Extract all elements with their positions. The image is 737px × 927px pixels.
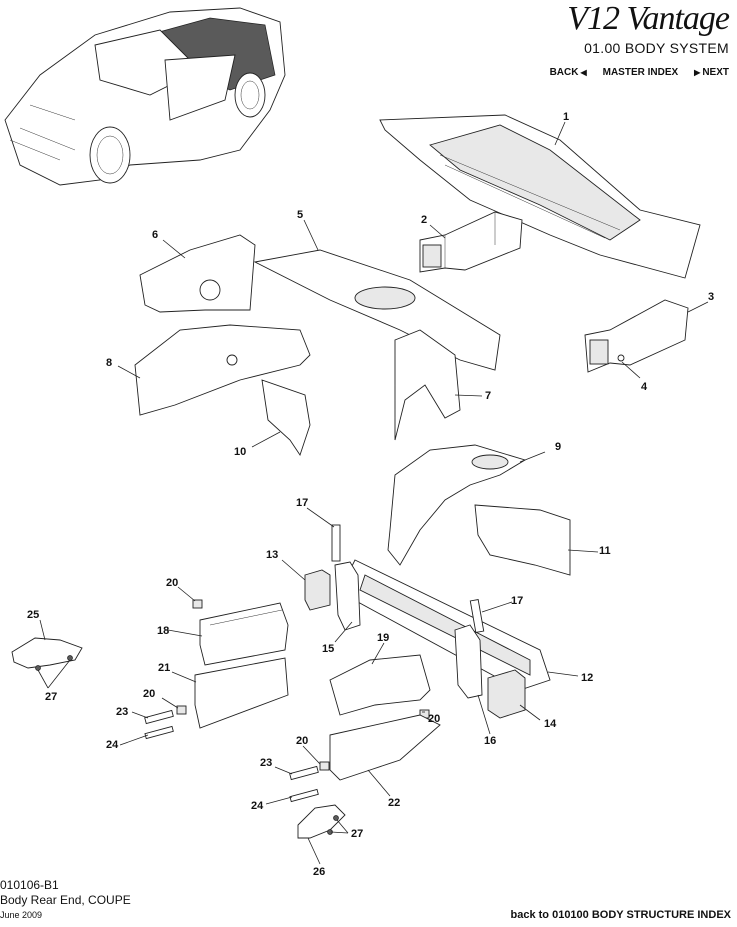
callout-1: 1 [563,111,569,123]
navigation-bar: BACK◀ MASTER INDEX ▶NEXT [550,67,729,78]
callout-16: 16 [484,735,496,747]
back-label: BACK [549,67,579,78]
part-17-strap [331,524,485,633]
callout-18: 18 [157,625,169,637]
part-3-bracket [584,299,689,373]
part-27-fasteners [35,655,339,835]
part-2-bracket [419,211,523,273]
part-11-panel [474,504,571,576]
next-link[interactable]: ▶NEXT [692,67,729,78]
next-label: NEXT [702,67,729,78]
callout-3: 3 [708,291,714,303]
part-23-24-strips [144,709,319,803]
master-index-link[interactable]: MASTER INDEX [602,67,679,78]
callout-labels: 1 2 3 4 5 6 7 8 9 10 11 12 13 14 15 16 1… [27,111,714,878]
part-1-panel [379,114,701,279]
callout-4: 4 [641,381,648,393]
part-15-upright [334,561,361,631]
leader-lines [37,121,709,865]
callout-12: 12 [581,672,593,684]
callout-6: 6 [152,229,158,241]
callout-27a: 27 [45,691,57,703]
part-9-wheelarch [387,444,527,566]
back-arrow-icon: ◀ [580,68,587,77]
callout-17b: 17 [511,595,523,607]
diagram-date: June 2009 [0,910,43,920]
callout-20a: 20 [166,577,178,589]
part-25-bracket [11,637,83,669]
section-title: 01.00 BODY SYSTEM [584,40,729,56]
back-to-index-link[interactable]: back to 010100 BODY STRUCTURE INDEX [510,909,731,921]
callout-7: 7 [485,390,491,402]
part-14-block [487,669,526,719]
callout-15: 15 [322,643,334,655]
callout-5: 5 [297,209,303,221]
part-26-bracket [297,804,346,839]
next-arrow-icon: ▶ [694,68,701,77]
callout-10: 10 [234,446,246,458]
part-13-block [304,569,331,611]
callout-24b: 24 [251,800,264,812]
part-18-panel [199,602,289,666]
part-19-bracket [329,654,431,716]
callout-26: 26 [313,866,325,878]
v12-vantage-logo: V12 Vantage [567,0,730,37]
callout-9: 9 [555,441,561,453]
callout-23b: 23 [260,757,272,769]
diagram-code: 010106-B1 [0,878,59,892]
part-21-panel [194,657,289,729]
callout-11: 11 [599,545,611,557]
car-thumbnail [4,7,286,186]
part-10-bracket [261,379,311,457]
callout-20c: 20 [296,735,308,747]
part-8-panel [134,324,311,416]
callout-23a: 23 [116,706,128,718]
diagram-name: Body Rear End, COUPE [0,893,131,907]
callout-13: 13 [266,549,278,561]
part-22-rail [329,714,441,781]
callout-19: 19 [377,632,389,644]
callout-27b: 27 [351,828,363,840]
callout-20d: 20 [428,713,440,725]
callout-20b: 20 [143,688,155,700]
part-6-panel [139,234,256,313]
callout-24a: 24 [106,739,119,751]
part-7-bracket [394,329,461,441]
back-link[interactable]: BACK◀ [550,67,589,78]
callout-25: 25 [27,609,39,621]
part-5-floor-panel [253,249,501,371]
callout-17a: 17 [296,497,308,509]
callout-2: 2 [421,214,427,226]
diagram-info: 010106-B1 Body Rear End, COUPE June 2009 [0,878,131,923]
callout-22: 22 [388,797,400,809]
part-16-upright [454,624,483,699]
callout-8: 8 [106,357,112,369]
callout-14: 14 [544,718,557,730]
callout-21: 21 [158,662,170,674]
